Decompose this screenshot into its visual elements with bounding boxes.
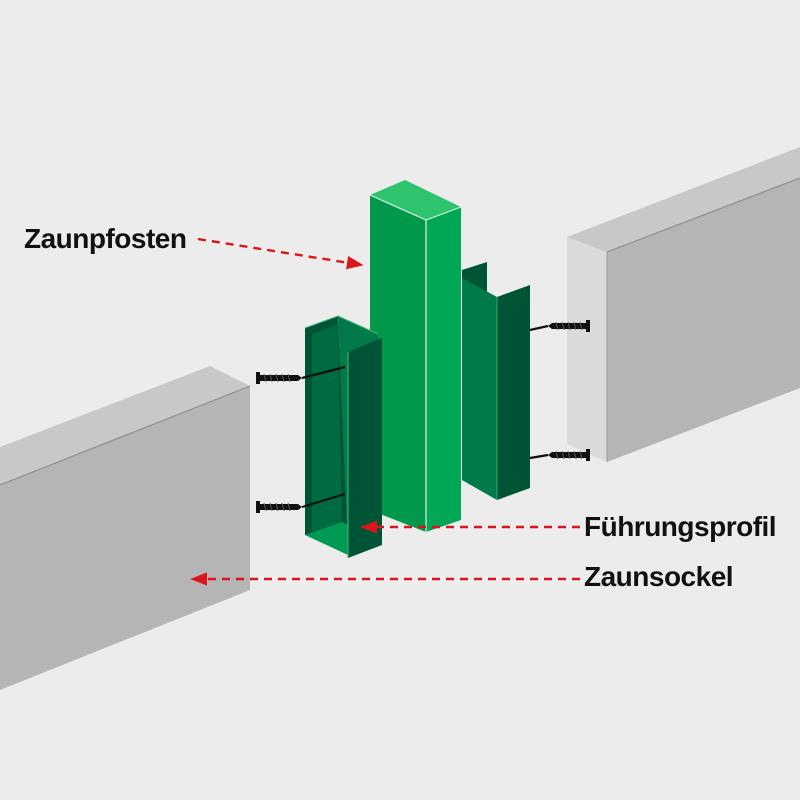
- right-base-end: [567, 237, 607, 462]
- screws: [256, 320, 590, 513]
- right-guide-profile: [462, 262, 530, 500]
- left-base-edge: [0, 385, 251, 486]
- left-base-front: [0, 386, 250, 690]
- left-base-block: [0, 366, 251, 690]
- guide-profile-label: Führungsprofil: [584, 511, 777, 542]
- right-base-block: [567, 147, 800, 462]
- left-base-top: [0, 366, 250, 485]
- screw-left-upper: [256, 365, 346, 384]
- leader-arrows: [190, 237, 580, 586]
- right-profile-web: [462, 278, 497, 500]
- left-guide-profile: [304, 315, 382, 558]
- post-label: Zaunpfosten: [24, 223, 187, 254]
- post-front: [370, 195, 426, 532]
- screw-right-lower: [529, 449, 590, 461]
- left-profile-front-flange: [348, 338, 382, 558]
- base-label: Zaunsockel: [584, 561, 734, 592]
- arrow-to-post: [197, 237, 364, 270]
- post-top: [370, 180, 461, 220]
- right-base-top: [567, 147, 800, 252]
- screw-left-lower: [256, 492, 346, 513]
- post-side: [426, 207, 461, 532]
- screw-right-upper: [529, 320, 590, 332]
- right-base-front: [607, 178, 800, 462]
- left-profile-inner-wall: [312, 324, 342, 532]
- right-base-edge: [606, 177, 800, 253]
- left-profile-outline: [304, 315, 379, 335]
- right-profile-front-flange: [497, 285, 530, 500]
- fence-post: [369, 180, 462, 532]
